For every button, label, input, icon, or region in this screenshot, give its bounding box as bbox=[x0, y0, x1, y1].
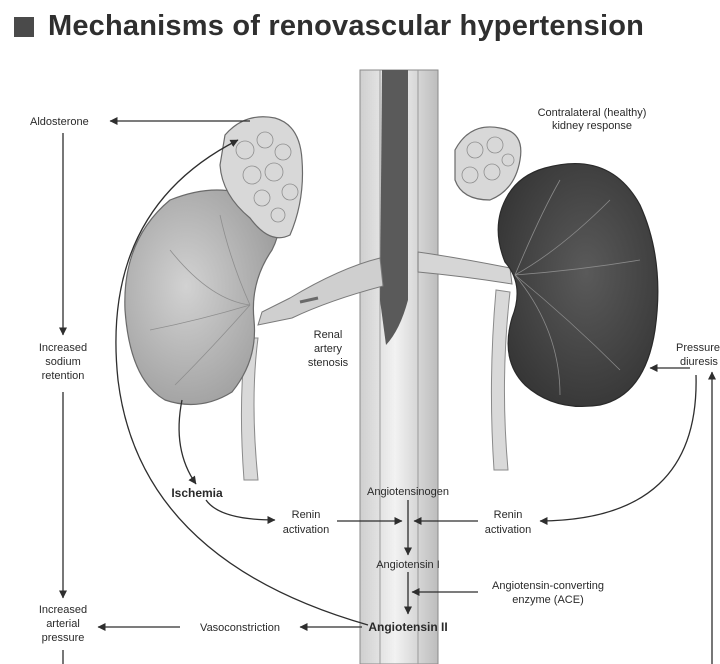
label-ace-line1: Angiotensin-converting bbox=[492, 580, 604, 592]
vena-cava bbox=[380, 70, 408, 345]
label-vasoconstriction: Vasoconstriction bbox=[200, 622, 280, 634]
label-renin-left-line2: activation bbox=[283, 524, 329, 536]
label-increased-arterial-line2: arterial bbox=[46, 618, 80, 630]
arrow-kidney-to-ischemia bbox=[179, 400, 196, 484]
label-contralateral-line1: Contralateral (healthy) bbox=[538, 107, 647, 119]
label-aldosterone: Aldosterone bbox=[30, 116, 89, 128]
label-angiotensin-2: Angiotensin II bbox=[368, 620, 447, 634]
label-renal-line2: artery bbox=[314, 343, 343, 355]
right-kidney bbox=[498, 164, 658, 407]
label-pressure-line2: diuresis bbox=[680, 356, 718, 368]
right-adrenal-gland bbox=[455, 127, 521, 200]
arrow-ischemia-to-renin bbox=[206, 500, 275, 520]
label-increased-sodium-line1: Increased bbox=[39, 342, 87, 354]
label-ace-line2: enzyme (ACE) bbox=[512, 594, 584, 606]
label-renin-left-line1: Renin bbox=[292, 509, 321, 521]
label-renal-line1: Renal bbox=[314, 329, 343, 341]
label-increased-arterial-line1: Increased bbox=[39, 604, 87, 616]
label-renal-line3: stenosis bbox=[308, 357, 349, 369]
label-contralateral-line2: kidney response bbox=[552, 120, 632, 132]
label-angiotensinogen: Angiotensinogen bbox=[367, 486, 449, 498]
label-increased-sodium-line2: sodium bbox=[45, 356, 80, 368]
label-renin-right-line1: Renin bbox=[494, 509, 523, 521]
label-pressure-line1: Pressure bbox=[676, 342, 720, 354]
label-ischemia: Ischemia bbox=[171, 486, 223, 500]
label-increased-sodium-line3: retention bbox=[42, 370, 85, 382]
ureter-right bbox=[491, 290, 510, 470]
label-renin-right-line2: activation bbox=[485, 524, 531, 536]
label-angiotensin-1: Angiotensin I bbox=[376, 559, 440, 571]
label-increased-arterial-line3: pressure bbox=[42, 632, 85, 644]
